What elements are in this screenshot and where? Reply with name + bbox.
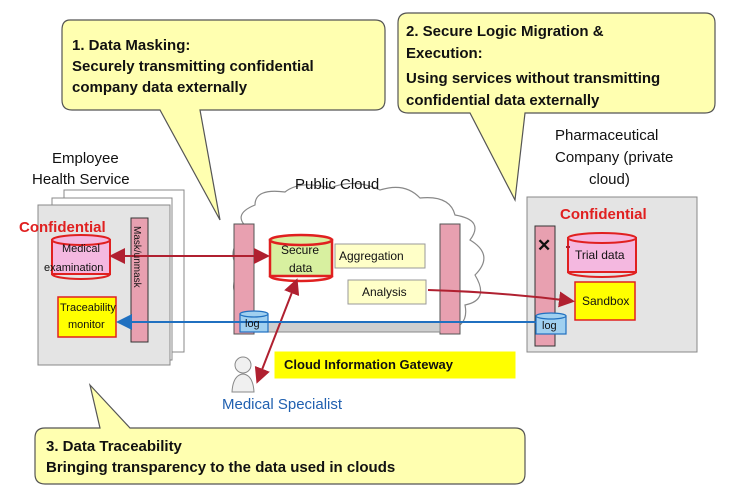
traceability-label-line2: monitor	[68, 319, 105, 331]
callout-migration-line3: Using services without transmitting	[406, 70, 661, 87]
pharma-confidential-label: Confidential	[560, 206, 647, 223]
callout-migration	[397, 12, 716, 203]
callout-masking-line3: company data externally	[72, 79, 248, 96]
gateway-label: Cloud Information Gateway	[284, 357, 454, 372]
trial-data-label: Trial data	[575, 248, 625, 262]
arrow-analysis-sandbox	[427, 289, 575, 308]
pharma-title-line2: Company (private	[555, 149, 674, 166]
secure-data-line1: Secure	[281, 243, 320, 257]
trial-data-cylinder	[567, 232, 637, 278]
employee-title-line2: Health Service	[32, 171, 130, 188]
blocked-cross-icon: ✕	[537, 236, 552, 255]
specialist-label: Medical Specialist	[222, 396, 343, 413]
callout-traceability-line1: 3. Data Traceability	[46, 438, 182, 455]
pharma-title-line1: Pharmaceutical	[555, 127, 659, 144]
callout-masking	[61, 19, 386, 221]
sandbox-label: Sandbox	[582, 294, 630, 308]
mask-unmask-label: Mask/unmask	[131, 226, 142, 288]
gateway-box	[274, 351, 516, 379]
employee-confidential-label: Confidential	[19, 219, 106, 236]
secure-data-cylinder	[268, 233, 334, 283]
medical-cylinder	[51, 234, 111, 280]
pharma-title-line3: cloud)	[589, 171, 630, 188]
callout-masking-line2: Securely transmitting confidential	[72, 58, 314, 75]
cloud-bottom-bar	[253, 321, 441, 333]
cloud-pillar-right	[439, 223, 461, 335]
cloud-log-label: log	[245, 318, 260, 330]
sandbox-box	[574, 281, 636, 321]
callout-traceability	[34, 382, 526, 485]
arrow-specialist-secure	[254, 278, 300, 384]
analysis-label: Analysis	[362, 285, 407, 299]
specialist-person-icon	[231, 356, 255, 393]
employee-title-line1: Employee	[52, 150, 119, 167]
analysis-box	[347, 279, 427, 305]
aggregation-label: Aggregation	[339, 249, 404, 263]
public-cloud-title: Public Cloud	[295, 176, 380, 193]
callout-migration-line1: 2. Secure Logic Migration &	[406, 23, 604, 40]
secure-data-line2: data	[289, 261, 313, 275]
callout-migration-line4: confidential data externally	[406, 92, 600, 109]
pharma-log-label: log	[542, 320, 557, 332]
traceability-label-line1: Traceability	[60, 302, 116, 314]
callout-traceability-line2: Bringing transparency to the data used i…	[46, 459, 396, 476]
aggregation-box	[334, 243, 426, 269]
medical-label-line2: examination	[44, 262, 104, 274]
medical-label-line1: Medical	[62, 243, 100, 255]
callout-migration-line2: Execution:	[406, 45, 483, 62]
callout-masking-line1: 1. Data Masking:	[72, 37, 191, 54]
pharma-log-cylinder	[535, 312, 567, 335]
